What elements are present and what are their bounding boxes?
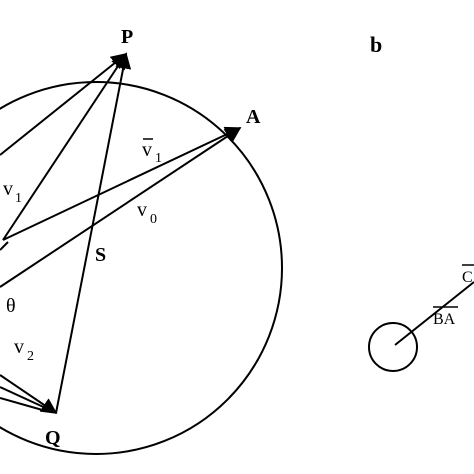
v1-sub: 1 <box>15 191 22 206</box>
main-circle <box>0 81 283 455</box>
v2-base: v <box>14 336 24 358</box>
arrow-v1-to-P <box>2 52 127 241</box>
label-C: C <box>462 264 474 286</box>
arrow-v1bar-to-A <box>2 126 242 241</box>
label-v2: v 2 <box>14 336 34 364</box>
panel-b-label: b <box>370 32 382 57</box>
arrow-left-edge <box>0 241 9 251</box>
label-theta: θ <box>6 295 16 317</box>
line-BA <box>394 281 474 346</box>
small-circle <box>368 322 418 372</box>
v1-base: v <box>3 178 13 200</box>
label-BA: BA <box>433 306 458 328</box>
label-v0: v 0 <box>137 199 157 227</box>
v2-sub: 2 <box>27 349 34 364</box>
v0-base: v <box>137 199 147 221</box>
label-v1-bar: v 1 <box>142 138 162 166</box>
label-v1: v 1 <box>3 178 22 206</box>
label-A: A <box>246 106 261 128</box>
label-S: S <box>95 244 106 266</box>
arrow-v0-to-A <box>0 127 242 288</box>
label-Q: Q <box>45 427 61 449</box>
v1-bar-base: v <box>142 139 152 161</box>
arrow-v2-to-Q <box>0 374 58 414</box>
line-lower-left-stub-2 <box>0 397 47 412</box>
line-lower-left-stub-1 <box>0 386 51 411</box>
BA-text: BA <box>433 311 456 328</box>
v0-sub: 0 <box>150 212 157 227</box>
C-text: C <box>462 269 473 286</box>
line-Q-to-P <box>55 52 132 414</box>
label-P: P <box>121 26 133 48</box>
v1-bar-sub: 1 <box>155 151 162 166</box>
arrow-left-to-P-upper <box>0 52 128 156</box>
